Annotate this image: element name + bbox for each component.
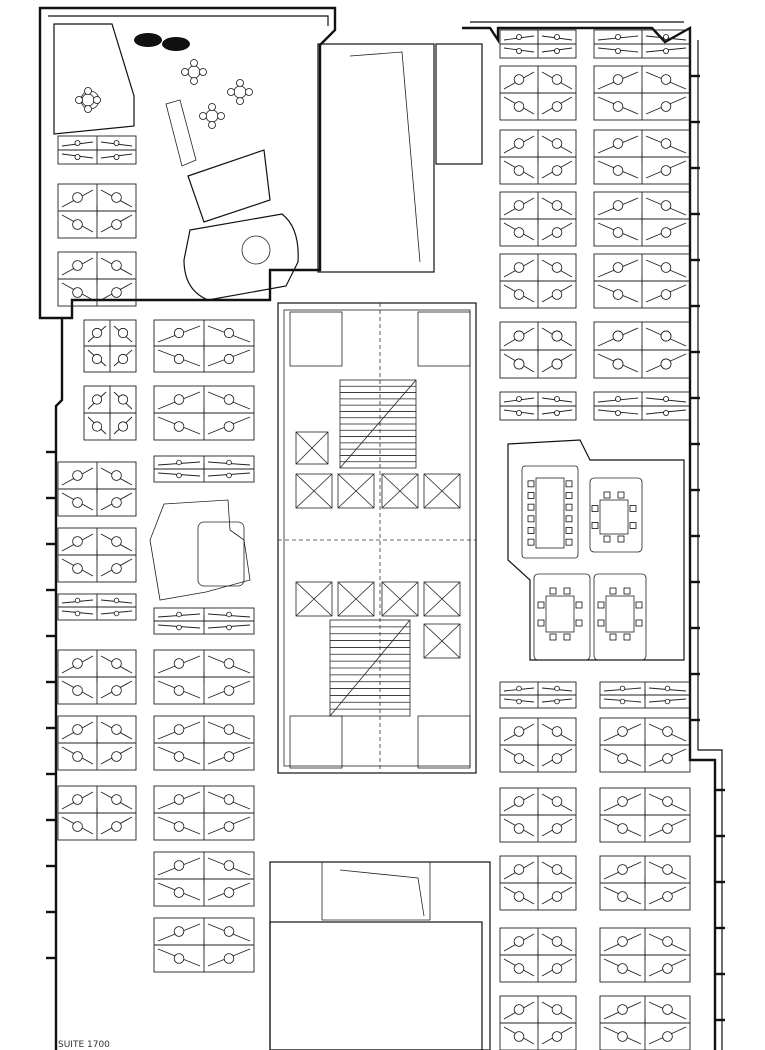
workstation-pod [153, 385, 255, 441]
workstation-pod [153, 455, 255, 483]
workstation-pod [593, 129, 691, 185]
stair-top [339, 379, 417, 469]
workstation-pod [593, 191, 691, 247]
workstation-pod [599, 681, 691, 709]
workstation-pod [57, 715, 137, 771]
elevator-bank-bottom [295, 581, 461, 659]
workstation-pod [499, 681, 577, 709]
workstation-pod [499, 129, 577, 185]
workstation-pod [153, 319, 255, 373]
workstation-clusters [57, 29, 691, 1050]
break-area [53, 23, 299, 301]
workstation-pod [499, 995, 577, 1050]
workstation-pod [153, 917, 255, 973]
workstation-pod [593, 29, 691, 59]
workstation-pod [499, 787, 577, 843]
plan-caption: SUITE 1700 [58, 1040, 110, 1050]
workstation-pod [83, 319, 137, 373]
workstation-pod [499, 927, 577, 983]
workstation-pod [499, 391, 577, 421]
workstation-pod [57, 593, 137, 621]
workstation-pod [57, 785, 137, 841]
conference-rooms [507, 439, 685, 661]
workstation-pod [57, 461, 137, 517]
window-mullions [46, 74, 725, 1022]
workstation-pod [499, 717, 577, 773]
workstation-pod [499, 253, 577, 309]
workstation-pod [499, 855, 577, 911]
workstation-pod [593, 253, 691, 309]
workstation-pod [599, 787, 691, 843]
lounge [149, 499, 251, 601]
workstation-pod [57, 251, 137, 307]
workstation-pod [57, 135, 137, 165]
workstation-pod [593, 391, 691, 421]
workstation-pod [57, 183, 137, 239]
building-envelope [38, 6, 723, 1050]
workstation-pod [593, 65, 691, 121]
workstation-pod [599, 855, 691, 911]
workstation-pod [57, 649, 137, 705]
workstation-pod [153, 649, 255, 705]
workstation-pod [593, 321, 691, 379]
workstation-pod [599, 927, 691, 983]
workstation-pod [153, 607, 255, 635]
workstation-pod [83, 385, 137, 441]
workstation-pod [499, 65, 577, 121]
building-core [277, 302, 477, 774]
elevator-bank-top [295, 431, 461, 509]
workstation-pod [153, 715, 255, 771]
workstation-pod [57, 527, 137, 583]
workstation-pod [599, 717, 691, 773]
workstation-pod [499, 29, 577, 59]
shafts [269, 43, 491, 1050]
workstation-pod [499, 321, 577, 379]
stair-bottom [329, 619, 411, 717]
workstation-pod [499, 191, 577, 247]
workstation-pod [599, 995, 691, 1050]
workstation-pod [153, 851, 255, 907]
workstation-pod [153, 785, 255, 841]
